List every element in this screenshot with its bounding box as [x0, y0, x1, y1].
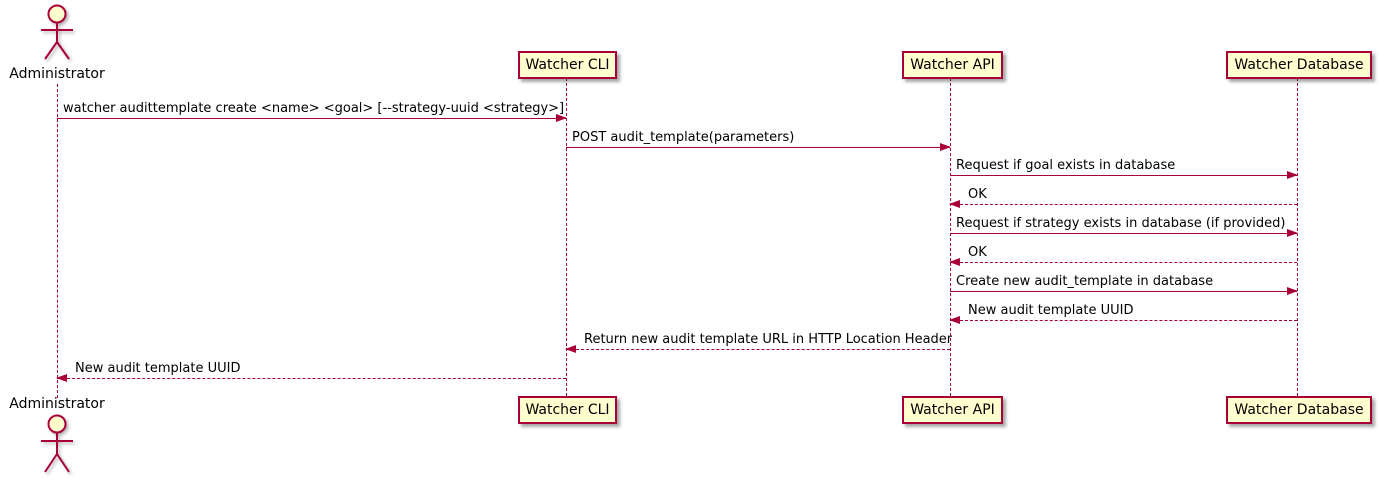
message-arrow [949, 258, 1297, 266]
message-arrow [56, 374, 566, 382]
arrowhead-left-icon [949, 258, 960, 266]
lifeline-watcher-cli [566, 78, 567, 396]
arrowhead-right-icon [556, 114, 567, 122]
participant-watcher-database-top: Watcher Database [1226, 51, 1372, 79]
arrowhead-right-icon [1287, 287, 1298, 295]
actor-administrator-top [34, 3, 80, 67]
message-label: New audit template UUID [75, 361, 241, 376]
lifeline-watcher-api [950, 78, 951, 396]
message-label: Request if strategy exists in database (… [956, 216, 1286, 231]
lifeline-administrator [57, 84, 58, 398]
message-new-uuid-from-db: New audit template UUID [949, 303, 1297, 324]
message-arrow [949, 316, 1297, 324]
message-label: OK [968, 245, 987, 260]
actor-label-top: Administrator [9, 66, 105, 82]
message-return-url-location-header: Return new audit template URL in HTTP Lo… [565, 332, 953, 353]
message-label: OK [968, 187, 987, 202]
message-request-strategy-exists: Request if strategy exists in database (… [950, 216, 1298, 237]
participant-watcher-cli-bottom: Watcher CLI [518, 396, 617, 424]
message-ok-goal: OK [949, 187, 1297, 208]
message-new-uuid-to-admin: New audit template UUID [56, 361, 566, 382]
participant-watcher-api-top: Watcher API [902, 51, 1003, 79]
message-label: watcher audittemplate create <name> <goa… [63, 101, 565, 116]
lifeline-watcher-database [1297, 78, 1298, 396]
arrowhead-right-icon [1287, 171, 1298, 179]
message-arrow [949, 200, 1297, 208]
arrowhead-right-icon [940, 143, 951, 151]
message-request-goal-exists: Request if goal exists in database [950, 158, 1298, 179]
message-label: Create new audit_template in database [956, 274, 1214, 289]
message-label: POST audit_template(parameters) [572, 130, 795, 145]
actor-label-bottom: Administrator [9, 396, 105, 412]
participant-watcher-cli-top: Watcher CLI [518, 51, 617, 79]
message-label: Return new audit template URL in HTTP Lo… [584, 332, 953, 347]
message-arrow [57, 114, 567, 122]
actor-stick-figure-icon [41, 414, 73, 473]
message-create-audit-template-db: Create new audit_template in database [950, 274, 1298, 295]
participant-watcher-database-bottom: Watcher Database [1226, 396, 1372, 424]
message-arrow [950, 287, 1298, 295]
actor-stick-figure-icon [41, 4, 73, 60]
actor-administrator-bottom [34, 412, 80, 482]
message-arrow [565, 345, 950, 353]
message-post-audit-template: POST audit_template(parameters) [566, 130, 951, 151]
arrowhead-right-icon [1287, 229, 1298, 237]
message-arrow [950, 229, 1298, 237]
message-ok-strategy: OK [949, 245, 1297, 266]
arrowhead-left-icon [56, 374, 67, 382]
arrowhead-left-icon [565, 345, 576, 353]
message-label: Request if goal exists in database [956, 158, 1176, 173]
message-label: New audit template UUID [968, 303, 1134, 318]
message-create-audittemplate: watcher audittemplate create <name> <goa… [57, 101, 567, 122]
arrowhead-left-icon [949, 200, 960, 208]
participant-watcher-api-bottom: Watcher API [902, 396, 1003, 424]
message-arrow [950, 171, 1298, 179]
arrowhead-left-icon [949, 316, 960, 324]
message-arrow [566, 143, 951, 151]
